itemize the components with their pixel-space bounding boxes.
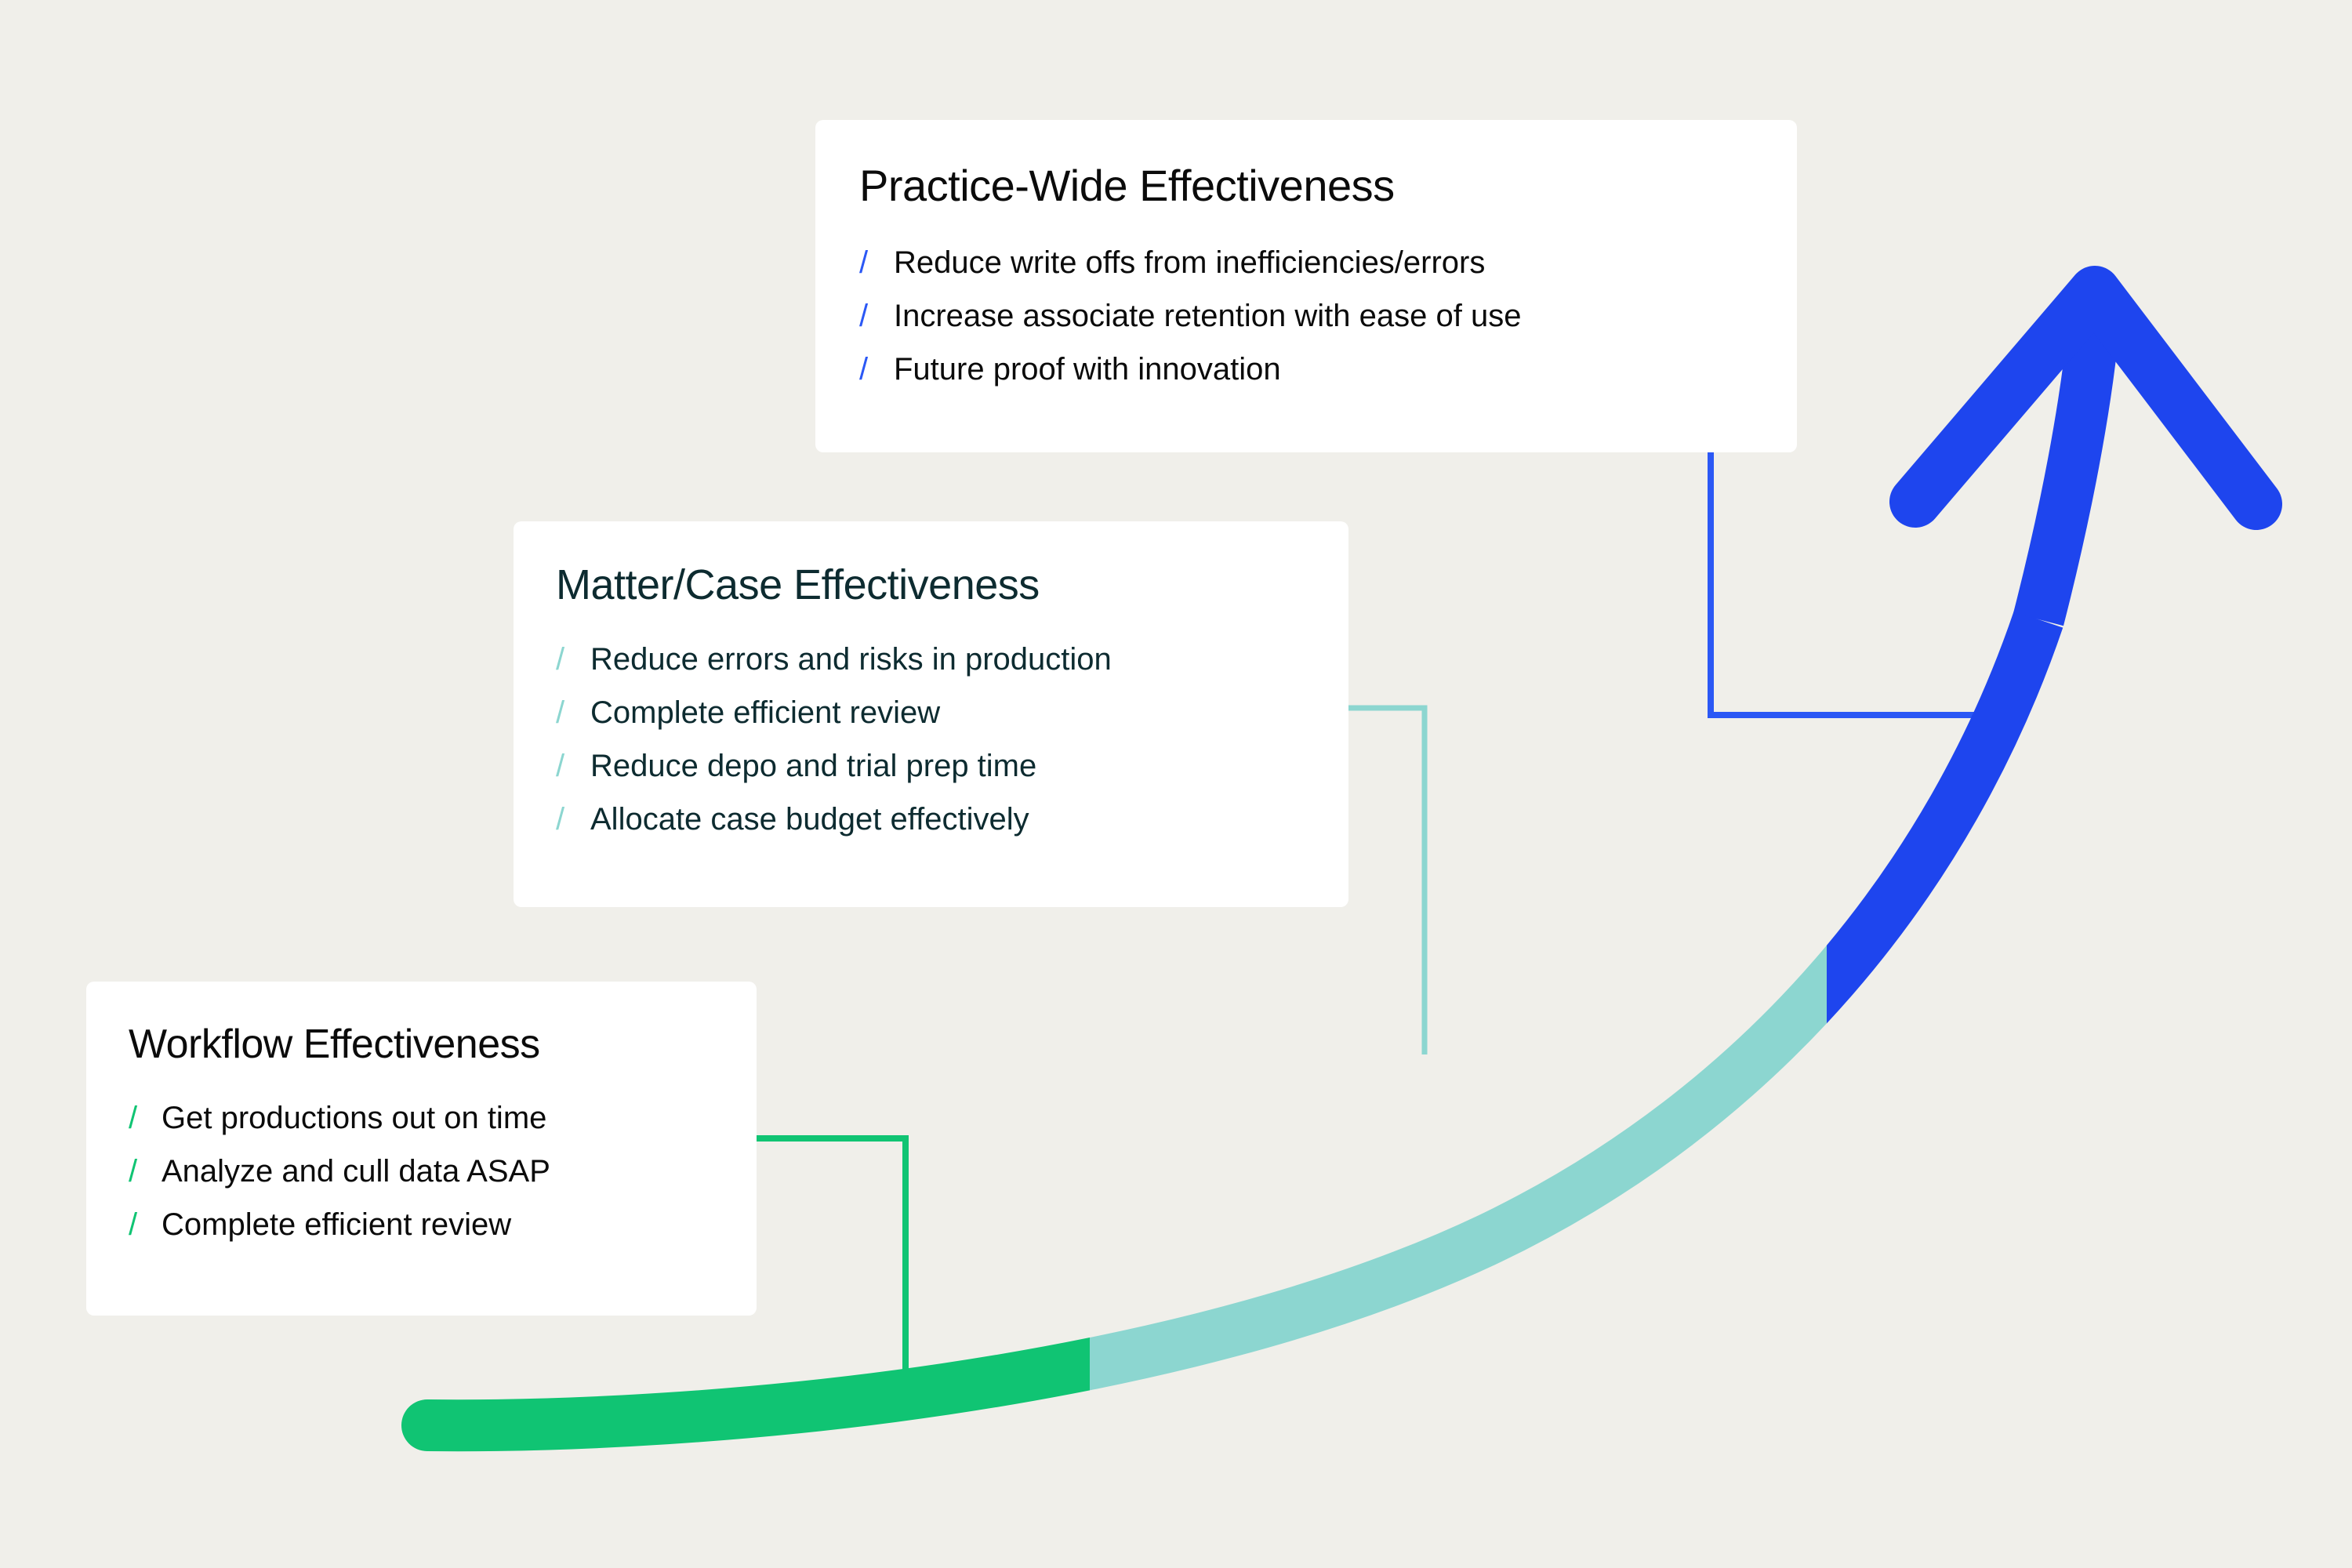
list-item-label: Analyze and cull data ASAP xyxy=(162,1154,550,1189)
list-item-label: Complete efficient review xyxy=(162,1207,512,1242)
slash-bullet-icon: / xyxy=(556,802,565,837)
list-item: / Increase associate retention with ease… xyxy=(859,289,1753,343)
slash-bullet-icon: / xyxy=(859,352,869,387)
card-title-practice-wide: Practice-Wide Effectiveness xyxy=(859,161,1395,210)
arrow-shaft xyxy=(401,611,2063,1452)
list-item-label: Complete efficient review xyxy=(590,695,941,730)
slash-bullet-icon: / xyxy=(556,642,565,677)
list-item-label: Get productions out on time xyxy=(162,1101,547,1135)
arrow-segment-workflow xyxy=(401,1337,1090,1452)
list-item-label: Reduce depo and trial prep time xyxy=(590,749,1037,783)
card-title-matter-case: Matter/Case Effectiveness xyxy=(556,561,1040,608)
list-item: / Reduce write offs from inefficiencies/… xyxy=(859,236,1753,289)
list-item: / Analyze and cull data ASAP xyxy=(129,1145,714,1198)
workflow-connector xyxy=(757,1135,909,1392)
bullet-list-workflow: / Get productions out on time / Analyze … xyxy=(129,1091,714,1251)
list-item: / Reduce errors and risks in production xyxy=(556,633,1305,686)
card-practice-wide-effectiveness: Practice-Wide Effectiveness / Reduce wri… xyxy=(815,120,1797,452)
list-item-label: Reduce errors and risks in production xyxy=(590,642,1112,677)
list-item: / Reduce depo and trial prep time xyxy=(556,739,1305,793)
list-item: / Allocate case budget effectively xyxy=(556,793,1305,846)
list-item-label: Reduce write offs from inefficiencies/er… xyxy=(894,245,1486,280)
list-item: / Complete efficient review xyxy=(129,1198,714,1251)
card-matter-case-effectiveness: Matter/Case Effectiveness / Reduce error… xyxy=(514,521,1348,907)
list-item-label: Allocate case budget effectively xyxy=(590,802,1029,837)
list-item-label: Future proof with innovation xyxy=(894,352,1281,387)
practice-connector xyxy=(1708,452,2007,718)
slash-bullet-icon: / xyxy=(129,1207,138,1242)
card-workflow-effectiveness: Workflow Effectiveness / Get productions… xyxy=(86,982,757,1316)
list-item-label: Increase associate retention with ease o… xyxy=(894,299,1522,333)
arrow-segment-practice xyxy=(1827,611,2063,1024)
slash-bullet-icon: / xyxy=(129,1154,138,1189)
arrow-head-icon xyxy=(1889,266,2282,530)
bullet-list-matter-case: / Reduce errors and risks in production … xyxy=(556,633,1305,846)
arrow-segment-matter xyxy=(1090,945,1827,1391)
arrow-shaft-upper xyxy=(2013,326,2119,626)
card-title-workflow: Workflow Effectiveness xyxy=(129,1022,540,1067)
slash-bullet-icon: / xyxy=(129,1101,138,1135)
slash-bullet-icon: / xyxy=(859,245,869,280)
list-item: / Get productions out on time xyxy=(129,1091,714,1145)
list-item: / Future proof with innovation xyxy=(859,343,1753,396)
bullet-list-practice-wide: / Reduce write offs from inefficiencies/… xyxy=(859,236,1753,396)
slash-bullet-icon: / xyxy=(556,695,565,730)
list-item: / Complete efficient review xyxy=(556,686,1305,739)
slash-bullet-icon: / xyxy=(859,299,869,333)
matter-connector xyxy=(1348,705,1428,1054)
slash-bullet-icon: / xyxy=(556,749,565,783)
